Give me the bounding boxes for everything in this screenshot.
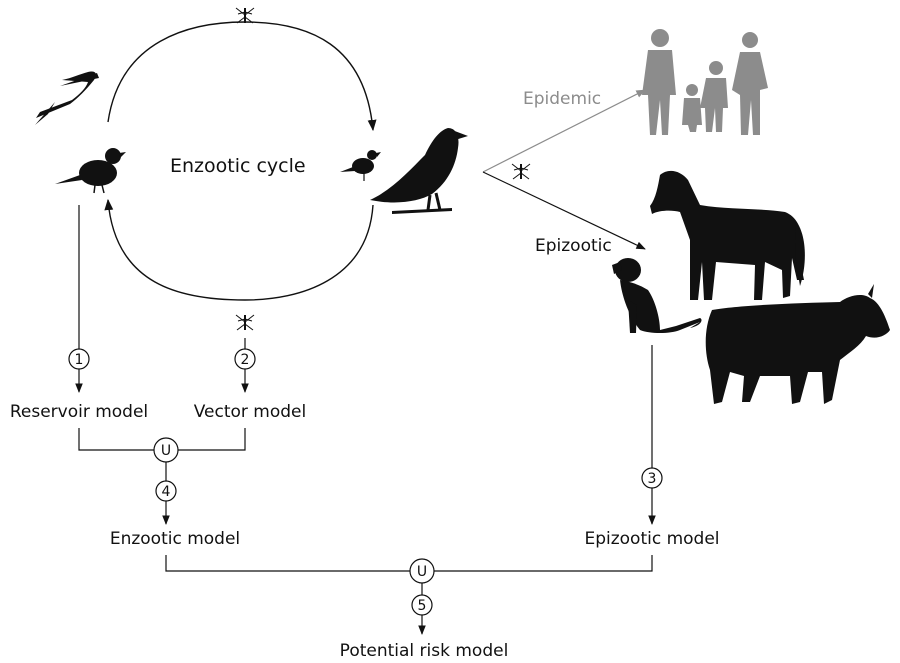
epidemic-label: Epidemic bbox=[523, 89, 601, 109]
mosquito-icon bbox=[235, 314, 255, 331]
svg-text:5: 5 bbox=[418, 598, 427, 614]
union-bracket-bottom bbox=[165, 555, 653, 572]
horse-icon bbox=[650, 170, 805, 300]
robin-icon bbox=[55, 148, 126, 194]
epizootic-model-label: Epizootic model bbox=[584, 529, 719, 549]
reservoir-model-label: Reservoir model bbox=[10, 402, 148, 422]
step-marker-4: 4 bbox=[155, 480, 177, 502]
robin-icon bbox=[340, 150, 381, 181]
family-icon bbox=[642, 29, 768, 135]
vector-model-label: Vector model bbox=[194, 402, 307, 422]
svg-text:2: 2 bbox=[241, 352, 250, 368]
cow-icon bbox=[705, 284, 890, 404]
epidemic-arrow bbox=[482, 89, 646, 173]
svg-text:1: 1 bbox=[75, 352, 84, 368]
mosquito-icon bbox=[511, 163, 531, 180]
cycle-bottom-arc bbox=[104, 198, 374, 301]
step-marker-1: 1 bbox=[68, 348, 90, 370]
mosquito-icon bbox=[235, 7, 255, 24]
epizootic-arrow bbox=[482, 171, 646, 250]
step-marker-2: 2 bbox=[234, 348, 256, 370]
potential-risk-model-label: Potential risk model bbox=[340, 641, 509, 661]
svg-text:4: 4 bbox=[162, 484, 171, 500]
cycle-top-arc bbox=[107, 21, 377, 132]
svg-text:U: U bbox=[161, 443, 171, 459]
svg-text:3: 3 bbox=[648, 471, 657, 487]
crow-icon bbox=[370, 128, 468, 214]
step-marker-5: 5 bbox=[411, 594, 433, 616]
cycle-label: Enzootic cycle bbox=[170, 155, 306, 177]
svg-text:U: U bbox=[417, 564, 427, 580]
union-symbol-bottom: U bbox=[409, 558, 435, 584]
dog-icon bbox=[612, 258, 702, 333]
enzootic-model-label: Enzootic model bbox=[110, 529, 240, 549]
union-symbol-top: U bbox=[153, 437, 179, 463]
step-marker-3: 3 bbox=[641, 467, 663, 489]
swallow-icon bbox=[35, 71, 99, 125]
epizootic-label: Epizootic bbox=[535, 236, 612, 256]
